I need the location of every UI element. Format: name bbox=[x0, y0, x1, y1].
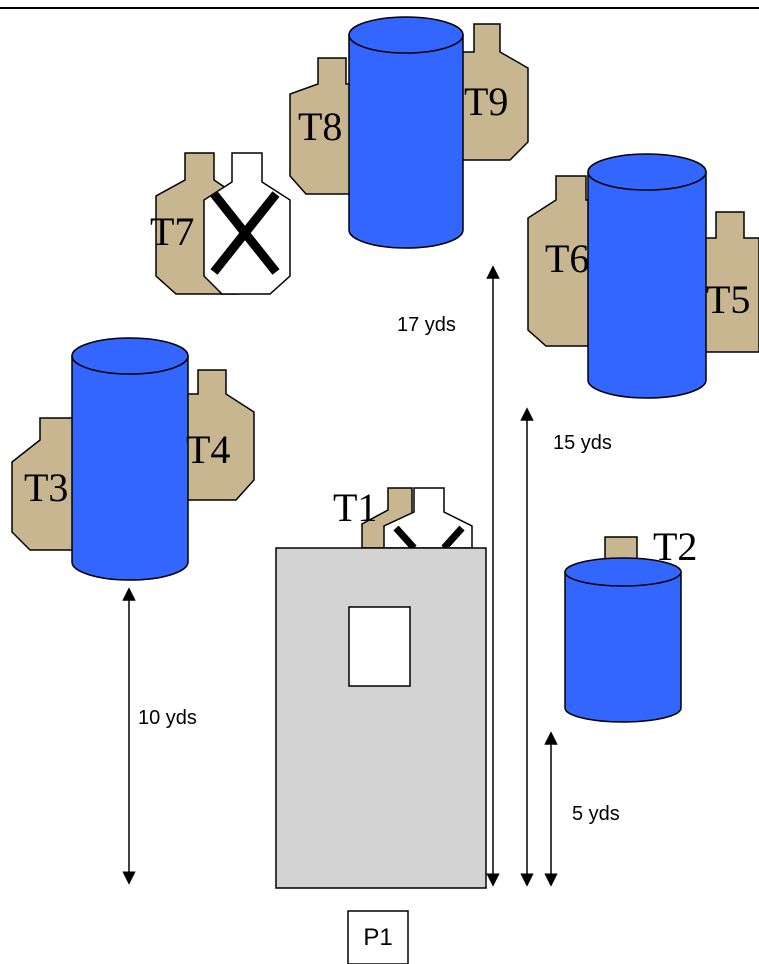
target-label-t3: T3 bbox=[24, 465, 68, 510]
barrel-top-center bbox=[348, 16, 464, 249]
target-t5 bbox=[703, 211, 759, 353]
barrel-left bbox=[71, 337, 189, 581]
no-shoot-x-stroke bbox=[393, 525, 417, 551]
distance-label-17: 17 yds bbox=[397, 314, 456, 336]
wall-with-window-icon bbox=[275, 547, 487, 889]
silhouette-target-icon bbox=[289, 57, 353, 195]
target-label-t1: T1 bbox=[333, 485, 377, 530]
distance-label-10: 10 yds bbox=[138, 707, 197, 729]
barrel-icon bbox=[348, 34, 464, 249]
silhouette-target-icon bbox=[461, 23, 529, 161]
wall-window bbox=[348, 606, 411, 687]
target-label-t7: T7 bbox=[150, 209, 194, 254]
barrel-top bbox=[587, 153, 707, 191]
barrel-icon bbox=[587, 171, 707, 399]
distance-label-5: 5 yds bbox=[572, 803, 620, 825]
target-label-t2: T2 bbox=[653, 524, 697, 569]
silhouette-target-icon bbox=[703, 211, 759, 353]
no-shoot-t7 bbox=[203, 152, 291, 295]
shooting-position-label: P1 bbox=[363, 924, 392, 951]
distance-label-15: 15 yds bbox=[553, 432, 612, 454]
barrel-icon bbox=[564, 571, 682, 723]
barrel-top bbox=[348, 16, 464, 54]
no-shoot-x-stroke bbox=[210, 191, 280, 275]
target-label-t4: T4 bbox=[186, 427, 230, 472]
silhouette-target-icon bbox=[527, 175, 595, 347]
target-label-t8: T8 bbox=[298, 104, 342, 149]
no-shoot-x-stroke bbox=[441, 525, 465, 551]
shooting-position-box bbox=[347, 910, 409, 964]
target-t8 bbox=[289, 57, 353, 195]
target-t9 bbox=[461, 23, 529, 161]
target-t6 bbox=[527, 175, 595, 347]
wall bbox=[275, 547, 487, 889]
barrel-right bbox=[587, 153, 707, 399]
target-label-t5: T5 bbox=[706, 277, 750, 322]
barrel-top bbox=[564, 557, 682, 587]
target-label-t9: T9 bbox=[464, 79, 508, 124]
barrel-top bbox=[71, 337, 189, 375]
shooting-position: P1 bbox=[347, 910, 409, 964]
target-label-t6: T6 bbox=[545, 236, 589, 281]
barrel-icon bbox=[71, 355, 189, 581]
barrel-t2 bbox=[564, 557, 682, 723]
